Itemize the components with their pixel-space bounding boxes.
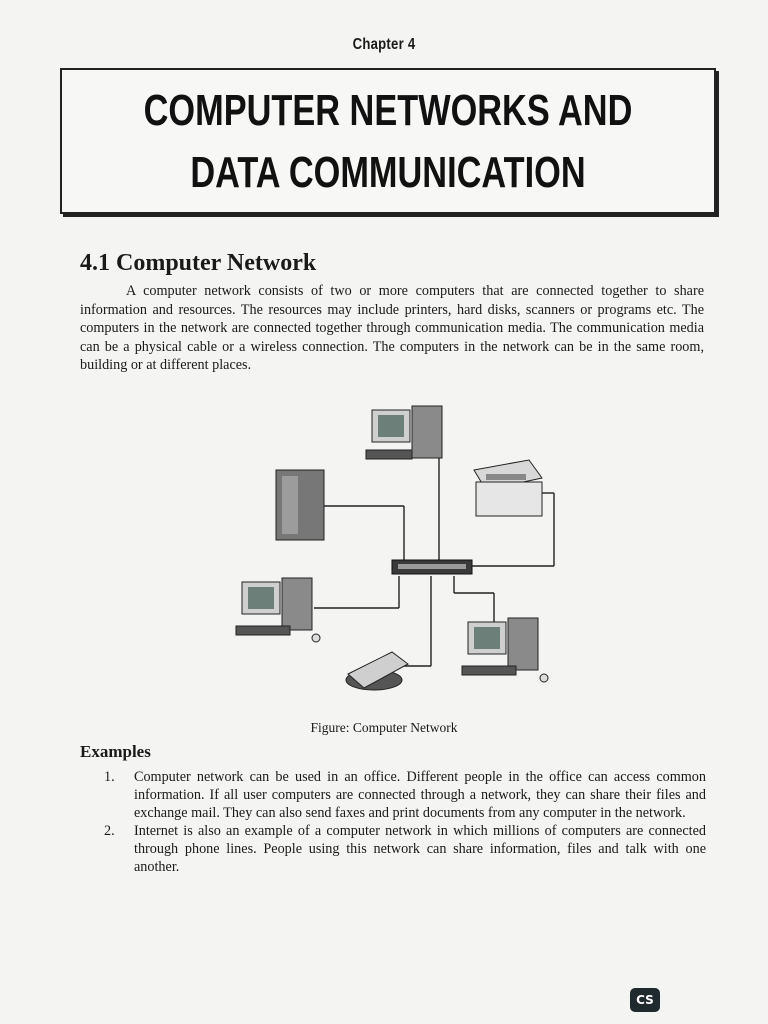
list-item-number: 2.	[104, 823, 115, 839]
chapter-title-line-2: DATA COMMUNICATION	[190, 148, 586, 197]
chapter-label: Chapter 4	[352, 36, 416, 53]
section-heading: 4.1 Computer Network	[80, 250, 317, 276]
computer-right	[461, 617, 549, 683]
network-diagram	[235, 405, 555, 691]
intro-paragraph: A computer network consists of two or mo…	[80, 283, 704, 373]
network-switch	[391, 559, 473, 575]
computer-left	[235, 577, 321, 643]
examples-heading: Examples	[80, 742, 151, 761]
list-item-number: 1.	[104, 769, 115, 785]
list-item: 2. Internet is also an example of a comp…	[98, 822, 706, 876]
list-item-text: Internet is also an example of a compute…	[134, 823, 706, 875]
scanner	[345, 651, 409, 691]
chapter-title-line-1: COMPUTER NETWORKS AND	[143, 86, 633, 135]
chapter-title-box: COMPUTER NETWORKS AND DATA COMMUNICATION	[60, 68, 716, 214]
camscanner-logo: CS	[630, 988, 660, 1012]
computer-top	[365, 405, 443, 460]
printer	[473, 459, 543, 517]
list-item: 1. Computer network can be used in an of…	[98, 768, 706, 822]
list-item-text: Computer network can be used in an offic…	[134, 769, 706, 821]
examples-list: 1. Computer network can be used in an of…	[98, 768, 706, 876]
figure-caption: Figure: Computer Network	[310, 720, 458, 735]
network-figure	[224, 398, 564, 698]
server-tower	[275, 469, 325, 541]
